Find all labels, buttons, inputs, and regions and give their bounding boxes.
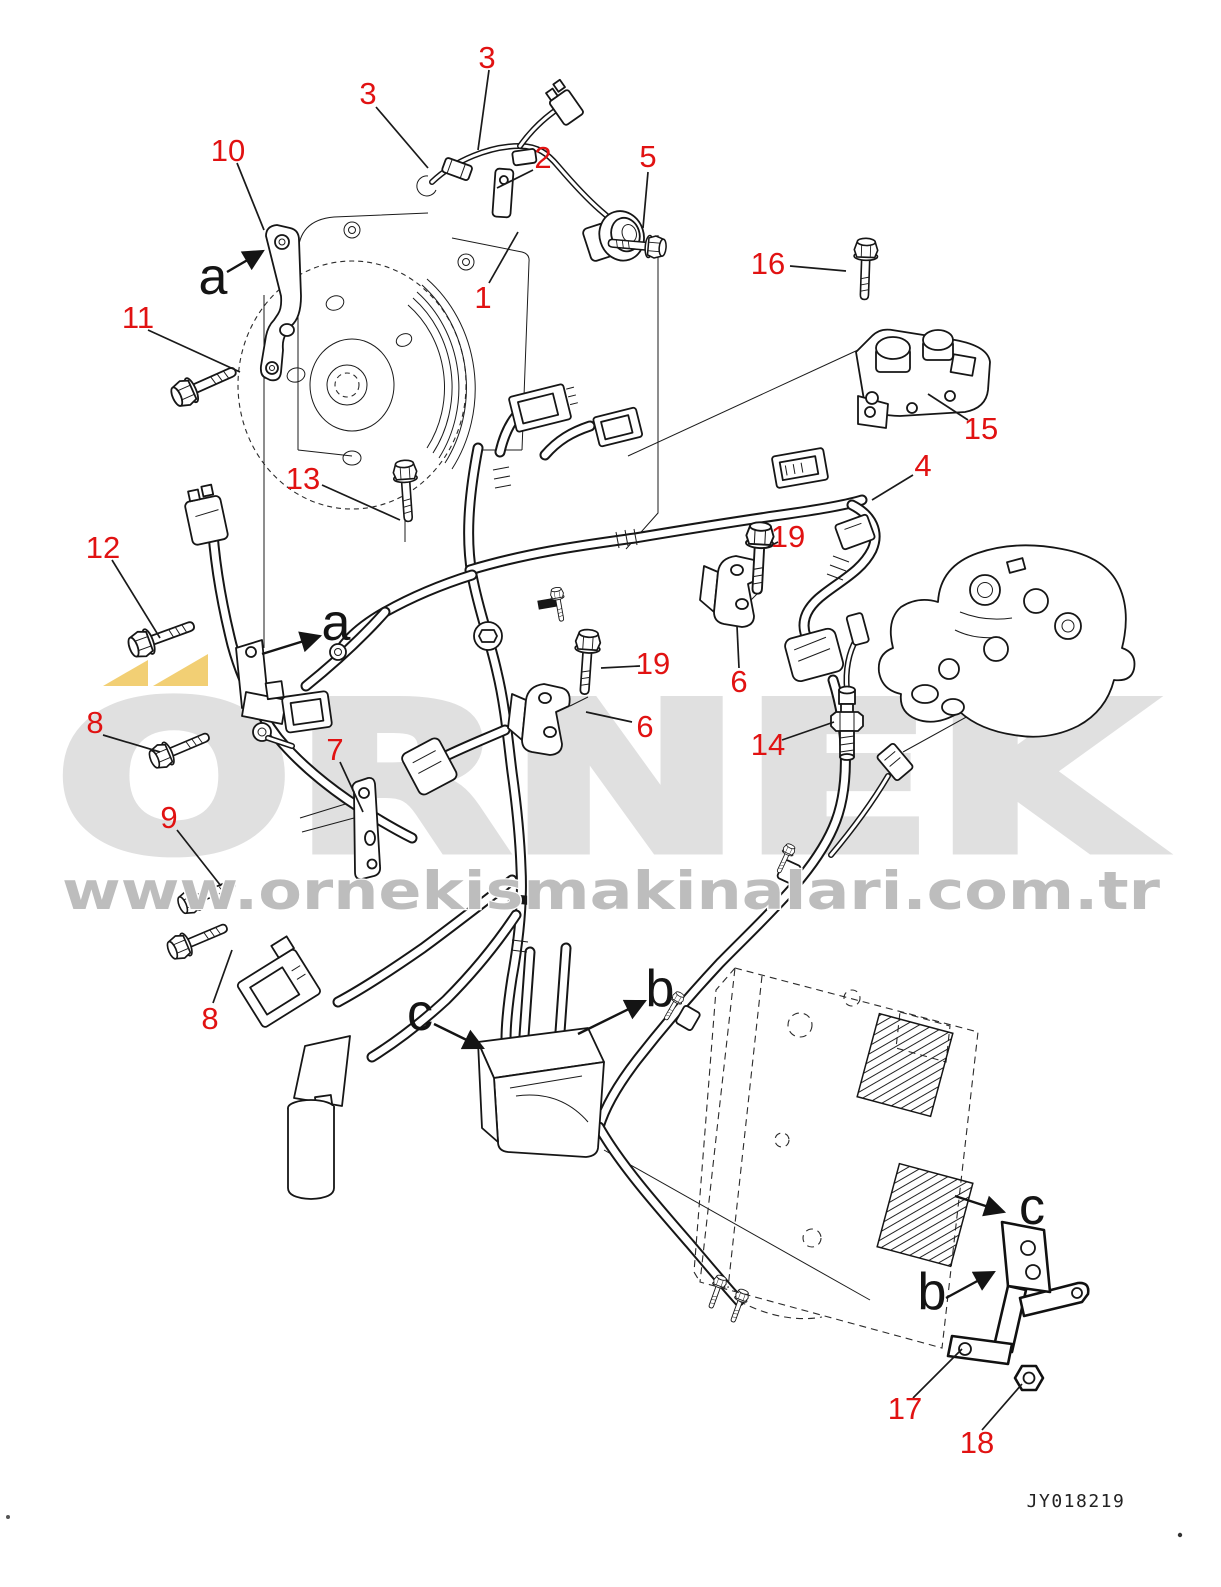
callout-leader-line xyxy=(102,734,161,753)
view-direction-arrow xyxy=(954,1194,1007,1217)
relay-assembly-part15 xyxy=(855,328,991,429)
drawing-code: JY018219 xyxy=(1027,1491,1126,1512)
view-label-layer: a a b b c c xyxy=(199,248,1045,1321)
callout-label: 19 xyxy=(771,519,805,554)
connector-block xyxy=(771,447,829,489)
callout-leader-line xyxy=(765,541,779,549)
callout-label: 6 xyxy=(636,709,653,744)
callout-label: 3 xyxy=(478,40,495,75)
connector xyxy=(184,483,229,546)
view-letter: a xyxy=(322,594,351,652)
bracket-part17 xyxy=(946,1220,1090,1366)
callout-leader-line xyxy=(111,559,161,639)
view-letter: a xyxy=(199,248,228,306)
callout-label: 11 xyxy=(122,300,154,335)
connector-block xyxy=(592,406,643,448)
callout-label: 3 xyxy=(359,76,376,111)
callout-leader-line xyxy=(781,721,835,741)
watermark-umlaut-triangle xyxy=(103,660,148,686)
reference-pulley xyxy=(237,212,530,510)
fasteners xyxy=(124,231,1045,1392)
callout-label: 12 xyxy=(86,530,120,565)
callout-leader-line xyxy=(981,1383,1023,1431)
callout-leader-line xyxy=(147,329,241,373)
view-direction-arrow xyxy=(577,999,647,1036)
connector xyxy=(545,78,584,126)
controller-connectors xyxy=(856,1012,974,1268)
watermark-url: www.ornekismakinalari.com.tr xyxy=(62,861,1160,922)
callout-leader-line xyxy=(321,484,401,521)
callout-label: 5 xyxy=(639,139,656,174)
view-direction-arrow xyxy=(433,1022,485,1050)
callout-label: 8 xyxy=(86,705,103,740)
callout-label: 10 xyxy=(211,133,245,168)
view-direction-arrow xyxy=(945,1270,996,1300)
callout-leader-line xyxy=(789,265,847,272)
large-connector-view-c xyxy=(477,1027,605,1158)
callout-label: 19 xyxy=(636,646,670,681)
callout-leader-line xyxy=(477,69,490,151)
stray-dot xyxy=(6,1515,10,1519)
callout-label: 4 xyxy=(914,448,931,483)
callout-leader-line xyxy=(600,665,641,669)
engine-controller xyxy=(693,967,979,1349)
callout-label: 2 xyxy=(534,140,551,175)
callout-leader-line xyxy=(488,231,519,284)
view-letter: b xyxy=(918,1263,947,1321)
stray-dot xyxy=(1177,1532,1183,1538)
callout-label: 15 xyxy=(964,411,998,446)
sensor-part14 xyxy=(828,612,914,858)
callout-label: 18 xyxy=(960,1425,994,1460)
callout-label: 8 xyxy=(201,1001,218,1036)
cylindrical-cover xyxy=(287,1106,335,1200)
view-letter: c xyxy=(1019,1178,1045,1236)
bracket-part10 xyxy=(259,224,302,382)
callout-leader-line xyxy=(212,949,233,1004)
callout-leader-line xyxy=(585,711,633,723)
callout-leader-line xyxy=(236,162,265,231)
callout-label: 9 xyxy=(160,800,177,835)
terminal-boot xyxy=(784,627,845,683)
bracket-part2 xyxy=(491,167,515,219)
view-direction-arrow xyxy=(226,249,265,274)
callout-leader-line xyxy=(871,474,914,501)
callout-leader-line xyxy=(912,1348,963,1399)
callout-label: 6 xyxy=(730,664,747,699)
connector-plug xyxy=(876,742,914,782)
connector-boot xyxy=(401,737,458,796)
callout-label: 17 xyxy=(888,1391,922,1426)
callout-label: 7 xyxy=(326,732,343,767)
callout-label: 13 xyxy=(286,461,320,496)
callout-leader-line xyxy=(496,169,534,189)
connector-block xyxy=(236,935,321,1028)
callout-leader-line xyxy=(375,106,429,169)
cable-clip xyxy=(675,1005,701,1031)
callout-leader-line xyxy=(339,761,364,813)
wire-clamp xyxy=(511,148,538,167)
view-direction-arrow xyxy=(261,631,323,656)
watermark-umlaut-triangle xyxy=(153,654,208,686)
view-letter: b xyxy=(646,960,675,1018)
rubber-boot xyxy=(293,1035,351,1107)
callout-label: 14 xyxy=(751,727,785,762)
battery-clamp xyxy=(264,680,333,734)
relay-block xyxy=(834,513,876,551)
round-connector-part1 xyxy=(582,210,645,262)
callout-label: 1 xyxy=(474,280,491,315)
view-letter: c xyxy=(407,984,433,1042)
callout-label: 16 xyxy=(751,246,785,281)
callout-leader-line xyxy=(642,171,649,229)
wire-clamp xyxy=(441,157,473,181)
callout-leader-line xyxy=(736,625,740,669)
callout-leader-line xyxy=(927,393,969,421)
callout-leader-line xyxy=(176,829,222,887)
nut-part18 xyxy=(1013,1364,1045,1392)
connector-block xyxy=(508,383,578,433)
injection-pump xyxy=(877,544,1136,738)
